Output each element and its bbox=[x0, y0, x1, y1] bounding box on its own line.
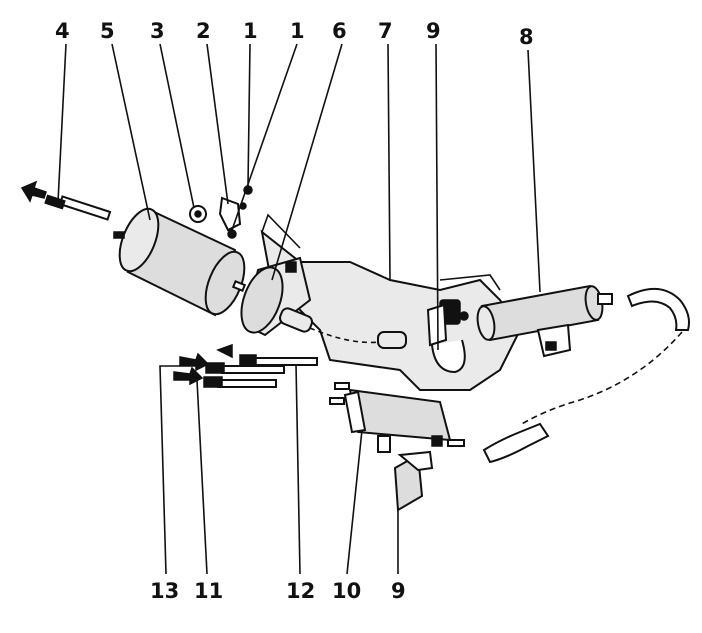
callout-label: 3 bbox=[150, 19, 165, 43]
hose-clamp bbox=[426, 299, 466, 374]
main-filter-canister bbox=[113, 207, 247, 317]
callout-label: 1 bbox=[243, 19, 258, 43]
end-cover bbox=[240, 256, 312, 337]
callout-label: 1 bbox=[290, 19, 305, 43]
flow-arrow-right-icon bbox=[173, 366, 204, 386]
tube-set bbox=[203, 343, 318, 388]
callout-label: 13 bbox=[150, 579, 179, 603]
callout-label: 5 bbox=[100, 19, 115, 43]
curved-hose-lower bbox=[482, 422, 550, 464]
callout-label: 8 bbox=[519, 25, 534, 49]
callout-label: 2 bbox=[196, 19, 211, 43]
callout-label: 4 bbox=[55, 19, 70, 43]
callout-label: 12 bbox=[286, 579, 315, 603]
hose-stub bbox=[278, 307, 314, 333]
callout-label: 11 bbox=[194, 579, 223, 603]
secondary-filter bbox=[476, 284, 613, 358]
clip-block bbox=[393, 450, 434, 512]
callout-label: 9 bbox=[426, 19, 441, 43]
outlet-pipe bbox=[44, 194, 112, 221]
callout-label: 6 bbox=[332, 19, 347, 43]
callout-label: 7 bbox=[378, 19, 393, 43]
flow-arrow-right-icon bbox=[179, 352, 210, 372]
curved-hose-upper bbox=[626, 288, 690, 331]
hose-stub bbox=[377, 331, 407, 349]
lower-canister bbox=[329, 382, 465, 453]
screw-icon bbox=[227, 229, 237, 239]
callout-label: 10 bbox=[332, 579, 361, 603]
flow-arrow-left-icon bbox=[20, 180, 47, 203]
mounting-nut bbox=[189, 205, 207, 223]
leader-lines bbox=[57, 43, 541, 575]
callout-label: 9 bbox=[391, 579, 406, 603]
